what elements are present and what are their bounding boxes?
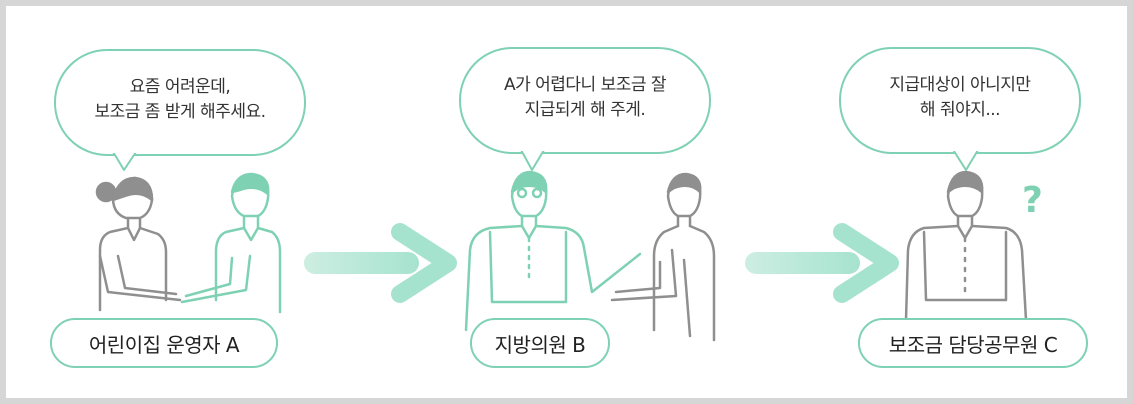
- speech-line: 해 줘야지...: [919, 100, 1001, 120]
- label-councilor-b: 지방의원 B: [470, 318, 610, 368]
- speech-bubble-c: [839, 47, 1081, 171]
- speech-text-c: 지급대상이 아니지만 해 줘야지...: [845, 73, 1075, 123]
- arrow-right-2: [745, 223, 899, 303]
- speech-line: A가 어렵다니 보조금 잘: [503, 75, 667, 95]
- label-operator-a: 어린이집 운영자 A: [50, 318, 278, 368]
- speech-text-a: 요즘 어려운데, 보조금 좀 받게 해주세요.: [60, 75, 300, 125]
- arrow-right-1: [304, 223, 457, 303]
- figure-man-a: [180, 172, 282, 314]
- question-mark: ?: [1022, 180, 1043, 221]
- figure-official-c: [904, 170, 1028, 322]
- label-official-c: 보조금 담당공무원 C: [858, 318, 1088, 368]
- speech-bubble-a: [54, 49, 306, 171]
- figure-councilor-b: [464, 170, 642, 332]
- speech-bubble-b: [459, 47, 711, 171]
- speech-line: 지급대상이 아니지만: [889, 75, 1031, 95]
- speech-line: 보조금 좀 받게 해주세요.: [94, 102, 266, 122]
- figure-operator-a: [95, 176, 182, 312]
- figure-man-b: [610, 172, 716, 342]
- speech-text-b: A가 어렵다니 보조금 잘 지급되게 해 주게.: [465, 73, 705, 123]
- speech-line: 지급되게 해 주게.: [524, 100, 646, 120]
- speech-line: 요즘 어려운데,: [129, 77, 231, 97]
